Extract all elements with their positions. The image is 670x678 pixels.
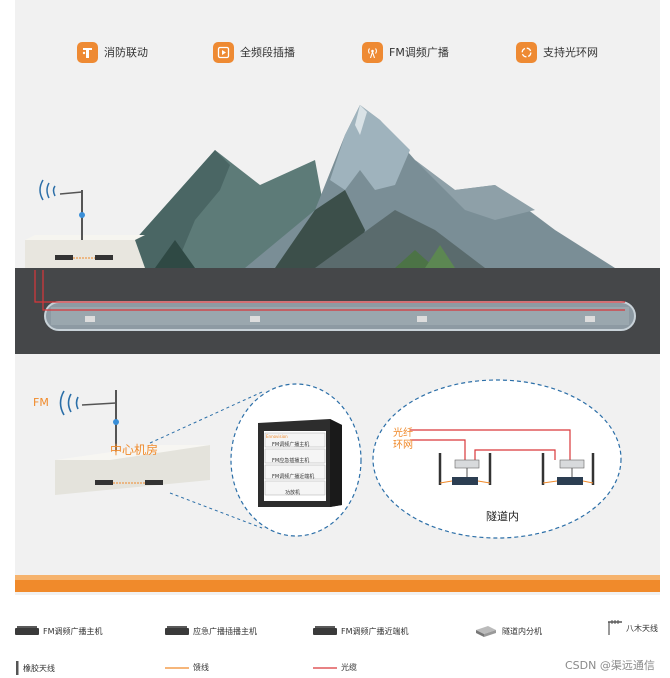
ring-label: 环网 [393,440,413,451]
accent-bar-light [15,575,660,580]
legend-item: 光缆 [313,662,357,673]
fm-label: FM [33,396,49,409]
feature-fm-broadcast: FM调频广播 [362,40,449,64]
mountain-illustration [110,105,615,268]
rack-unit-label: FM应急插播主机 [272,458,310,464]
fm-host-icon [15,626,39,635]
tunnel-inside-diagram [410,429,595,485]
central-room-illustration [55,390,210,495]
feature-band-insert: 全频段插播 [213,40,295,64]
legend-item: FM调频广播主机 [15,626,103,637]
rubber-antenna-icon [16,661,19,675]
near-end-unit-icon [313,626,337,635]
optical-cable-icon [313,666,337,669]
legend-label: 光缆 [341,663,357,672]
legend-label: FM调频广播主机 [43,627,103,636]
fiber-label: 光纤 [393,428,413,439]
feature-fiber-ring: 支持光环网 [516,40,598,64]
fm-broadcast-icon [362,41,383,63]
central-room-label: 中心机房 [110,443,159,457]
band-insert-icon [213,41,234,63]
legend-item: 橡胶天线 [15,661,55,675]
tunnel-illustration [34,270,636,331]
legend-label: FM调频广播近端机 [341,627,409,636]
splitter-icon [476,626,496,637]
feature-label: 全频段插播 [240,46,295,59]
legend-item: FM调频广播近端机 [313,626,409,637]
feature-fire-linkage: 消防联动 [77,40,148,64]
legend-label: 隧道内分机 [502,626,542,636]
legend-item: 馈线 [165,662,209,673]
legend-item: 八木天线 [606,620,658,636]
feeder-line-icon [165,666,189,669]
legend-label: 应急广播插播主机 [193,627,257,636]
feature-label: 消防联动 [104,46,148,59]
legend-label: 橡胶天线 [23,663,55,673]
rack-unit-label: FM调频广播主机 [272,442,310,448]
watermark: CSDN @渠远通信 [565,659,655,672]
accent-bar [15,580,660,592]
rack-brand: Ennovision [266,434,288,439]
feature-label: FM调频广播 [389,46,449,59]
upper-room-illustration [25,179,145,268]
legend-item: 隧道内分机 [474,624,542,638]
rack-cabinet [258,419,342,507]
fire-linkage-icon [77,41,98,63]
legend-label: 馈线 [193,663,209,672]
legend-label: 八木天线 [626,623,658,633]
tunnel-inside-label: 隧道内 [486,510,519,523]
emergency-host-icon [165,626,189,635]
fiber-ring-icon [516,41,537,63]
yagi-antenna-icon [608,620,622,635]
feature-label: 支持光环网 [543,46,598,59]
legend-item: 应急广播插播主机 [165,626,257,637]
rack-unit-label: FM调频广播近端机 [272,474,315,480]
rack-unit-label: 功放机 [285,490,301,496]
